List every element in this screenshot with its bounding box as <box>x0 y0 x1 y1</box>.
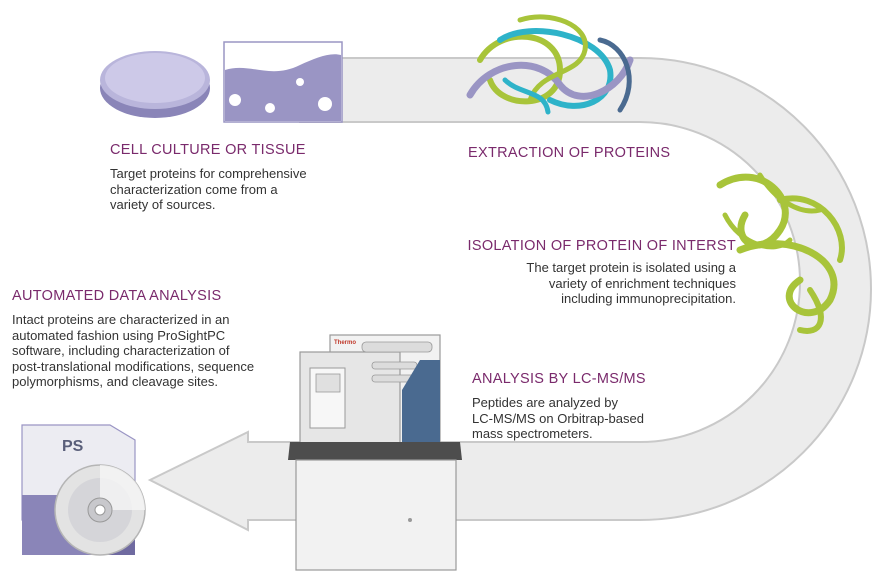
isolation-line: variety of enrichment techniques <box>548 275 736 291</box>
data-analysis-line: software, including characterization of <box>12 343 230 358</box>
cell-culture-line: variety of sources. <box>110 197 216 212</box>
cell-culture-title: CELL CULTURE OR TISSUE <box>110 142 306 158</box>
cell-culture-line: characterization come from a <box>110 181 278 197</box>
analysis-line: Peptides are analyzed by <box>472 395 618 410</box>
analysis-line: mass spectrometers. <box>472 426 593 441</box>
petri-dish-icon <box>100 51 210 118</box>
isolation-line: The target protein is isolated using a <box>526 260 736 275</box>
flow-arrow <box>147 57 872 532</box>
software-box-label: PS <box>62 438 84 455</box>
mass-spectrometer-icon <box>288 334 462 571</box>
isolation-title: ISOLATION OF PROTEIN OF INTERST <box>467 238 736 254</box>
protein-tangle-icon <box>466 14 634 115</box>
isolated-protein-icon <box>716 172 845 334</box>
cell-culture-description: Target proteins for comprehensive charac… <box>110 166 307 213</box>
isolation-description: The target protein is isolated using a v… <box>526 260 736 307</box>
data-analysis-line: post-translational modifications, sequen… <box>12 358 255 374</box>
cd-disc-icon <box>54 464 146 556</box>
data-analysis-line: automated fashion using ProSightPC <box>12 327 226 343</box>
data-analysis-title: AUTOMATED DATA ANALYSIS <box>12 288 222 304</box>
data-analysis-line: Intact proteins are characterized in an <box>12 312 230 327</box>
data-analysis-description: Intact proteins are characterized in an … <box>12 312 254 390</box>
isolation-line: including immunoprecipitation. <box>561 291 736 306</box>
analysis-description: Peptides are analyzed by LC-MS/MS on Orb… <box>472 395 644 442</box>
analysis-title: ANALYSIS BY LC-MS/MS <box>472 371 646 387</box>
instrument-brand-label: Thermo <box>334 340 357 346</box>
cell-culture-line: Target proteins for comprehensive <box>110 166 307 181</box>
tissue-sample-icon <box>223 41 343 123</box>
data-analysis-line: polymorphisms, and cleavage sites. <box>12 374 218 389</box>
extraction-title: EXTRACTION OF PROTEINS <box>468 145 671 161</box>
analysis-line: LC-MS/MS on Orbitrap-based <box>472 410 644 426</box>
